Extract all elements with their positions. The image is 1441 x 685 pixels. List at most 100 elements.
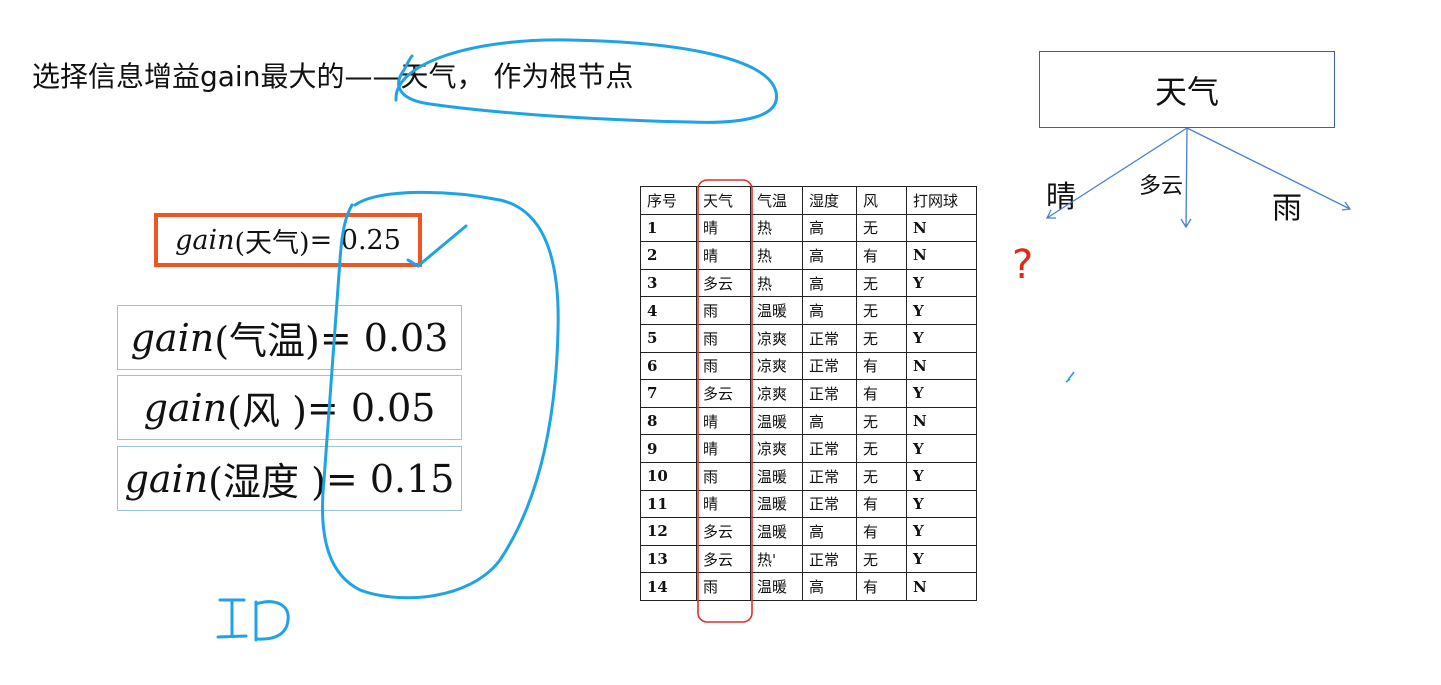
gain-humidity-box: gain(湿度 ) = 0.15 bbox=[117, 446, 462, 511]
branch-label-sunny: 晴 bbox=[1046, 180, 1076, 215]
gain-wind-box: gain(风 ) = 0.05 bbox=[117, 375, 462, 440]
table-cell: Y bbox=[906, 379, 977, 408]
table-cell: 晴 bbox=[696, 489, 751, 519]
table-cell: 温暖 bbox=[750, 461, 803, 491]
table-header-row: 序号 天气 气温 湿度 风 打网球 bbox=[640, 186, 977, 215]
table-cell: 温暖 bbox=[750, 406, 803, 436]
table-cell: Y bbox=[906, 268, 977, 298]
table-cell: 温暖 bbox=[750, 517, 803, 546]
table-cell: N bbox=[906, 572, 977, 601]
table-cell: 8 bbox=[640, 406, 697, 436]
arrowhead-icon bbox=[1341, 201, 1352, 211]
table-cell: 凉爽 bbox=[750, 323, 803, 353]
table-cell: 无 bbox=[856, 213, 907, 243]
pen-cursor-icon bbox=[1065, 371, 1075, 383]
table-cell: 多云 bbox=[696, 544, 751, 574]
table-cell: 正常 bbox=[802, 379, 857, 408]
table-cell: 多云 bbox=[696, 268, 751, 298]
tree-root-node: 天气 bbox=[1039, 51, 1335, 128]
table-cell: 有 bbox=[856, 351, 907, 381]
table-cell: 高 bbox=[802, 296, 857, 325]
table-cell: 热 bbox=[750, 268, 803, 298]
question-mark: ? bbox=[1012, 242, 1034, 288]
table-cell: 无 bbox=[856, 268, 907, 298]
column-header: 天气 bbox=[696, 186, 751, 215]
gain-temperature-box: gain(气温) = 0.03 bbox=[117, 305, 462, 370]
table-cell: 高 bbox=[802, 213, 857, 243]
table-cell: 晴 bbox=[696, 213, 751, 243]
branch-label-rainy: 雨 bbox=[1272, 191, 1302, 226]
table-cell: 无 bbox=[856, 434, 907, 463]
gain-attr: (风 ) bbox=[227, 389, 307, 433]
table-cell: 6 bbox=[640, 351, 697, 381]
table-cell: 12 bbox=[640, 517, 697, 546]
branch-label-cloudy: 多云 bbox=[1139, 174, 1184, 199]
gain-value: = 0.03 bbox=[319, 315, 449, 360]
table-cell: 热' bbox=[750, 544, 803, 574]
table-cell: 雨 bbox=[696, 351, 751, 381]
table-cell: 7 bbox=[640, 379, 697, 408]
table-cell: 正常 bbox=[802, 489, 857, 519]
table-cell: 2 bbox=[640, 241, 697, 270]
table-cell: 1 bbox=[640, 213, 697, 243]
table-cell: 4 bbox=[640, 296, 697, 325]
gain-value: = 0.15 bbox=[325, 456, 455, 501]
slide-title: 选择信息增益gain最大的——天气， 作为根节点 bbox=[32, 60, 634, 93]
table-cell: 无 bbox=[856, 544, 907, 574]
handwritten-id-scribble bbox=[216, 598, 290, 642]
table-cell: 有 bbox=[856, 379, 907, 408]
table-cell: 正常 bbox=[802, 323, 857, 353]
gain-func: gain bbox=[124, 456, 209, 501]
table-cell: 正常 bbox=[802, 461, 857, 491]
table-cell: Y bbox=[906, 461, 977, 491]
table-cell: 11 bbox=[640, 489, 697, 519]
table-cell: 高 bbox=[802, 406, 857, 436]
gain-func: gain bbox=[175, 224, 235, 256]
edge-cloudy bbox=[1185, 127, 1188, 228]
edge-rainy bbox=[1186, 127, 1351, 210]
table-cell: 9 bbox=[640, 434, 697, 463]
table-cell: Y bbox=[906, 296, 977, 325]
table-cell: 无 bbox=[856, 461, 907, 491]
table-cell: N bbox=[906, 406, 977, 436]
table-cell: 5 bbox=[640, 323, 697, 353]
column-header: 风 bbox=[856, 186, 907, 215]
table-cell: 晴 bbox=[696, 406, 751, 436]
gain-func: gain bbox=[143, 385, 228, 430]
table-cell: 正常 bbox=[802, 351, 857, 381]
table-cell: Y bbox=[906, 489, 977, 519]
table-cell: 多云 bbox=[696, 517, 751, 546]
table-cell: 有 bbox=[856, 489, 907, 519]
column-header: 打网球 bbox=[906, 186, 977, 215]
column-header: 气温 bbox=[750, 186, 803, 215]
gain-func: gain bbox=[130, 315, 215, 360]
table-cell: 温暖 bbox=[750, 572, 803, 601]
table-cell: 凉爽 bbox=[750, 434, 803, 463]
table-cell: 正常 bbox=[802, 434, 857, 463]
table-cell: 3 bbox=[640, 268, 697, 298]
table-cell: 高 bbox=[802, 268, 857, 298]
table-cell: 有 bbox=[856, 572, 907, 601]
table-cell: 无 bbox=[856, 296, 907, 325]
gain-attr: (湿度 ) bbox=[208, 460, 326, 504]
table-cell: 10 bbox=[640, 461, 697, 491]
table-cell: 晴 bbox=[696, 434, 751, 463]
table-cell: Y bbox=[906, 323, 977, 353]
table-cell: 热 bbox=[750, 213, 803, 243]
gain-value: = 0.05 bbox=[306, 385, 436, 430]
table-cell: 无 bbox=[856, 406, 907, 436]
table-cell: 雨 bbox=[696, 572, 751, 601]
table-cell: 高 bbox=[802, 241, 857, 270]
